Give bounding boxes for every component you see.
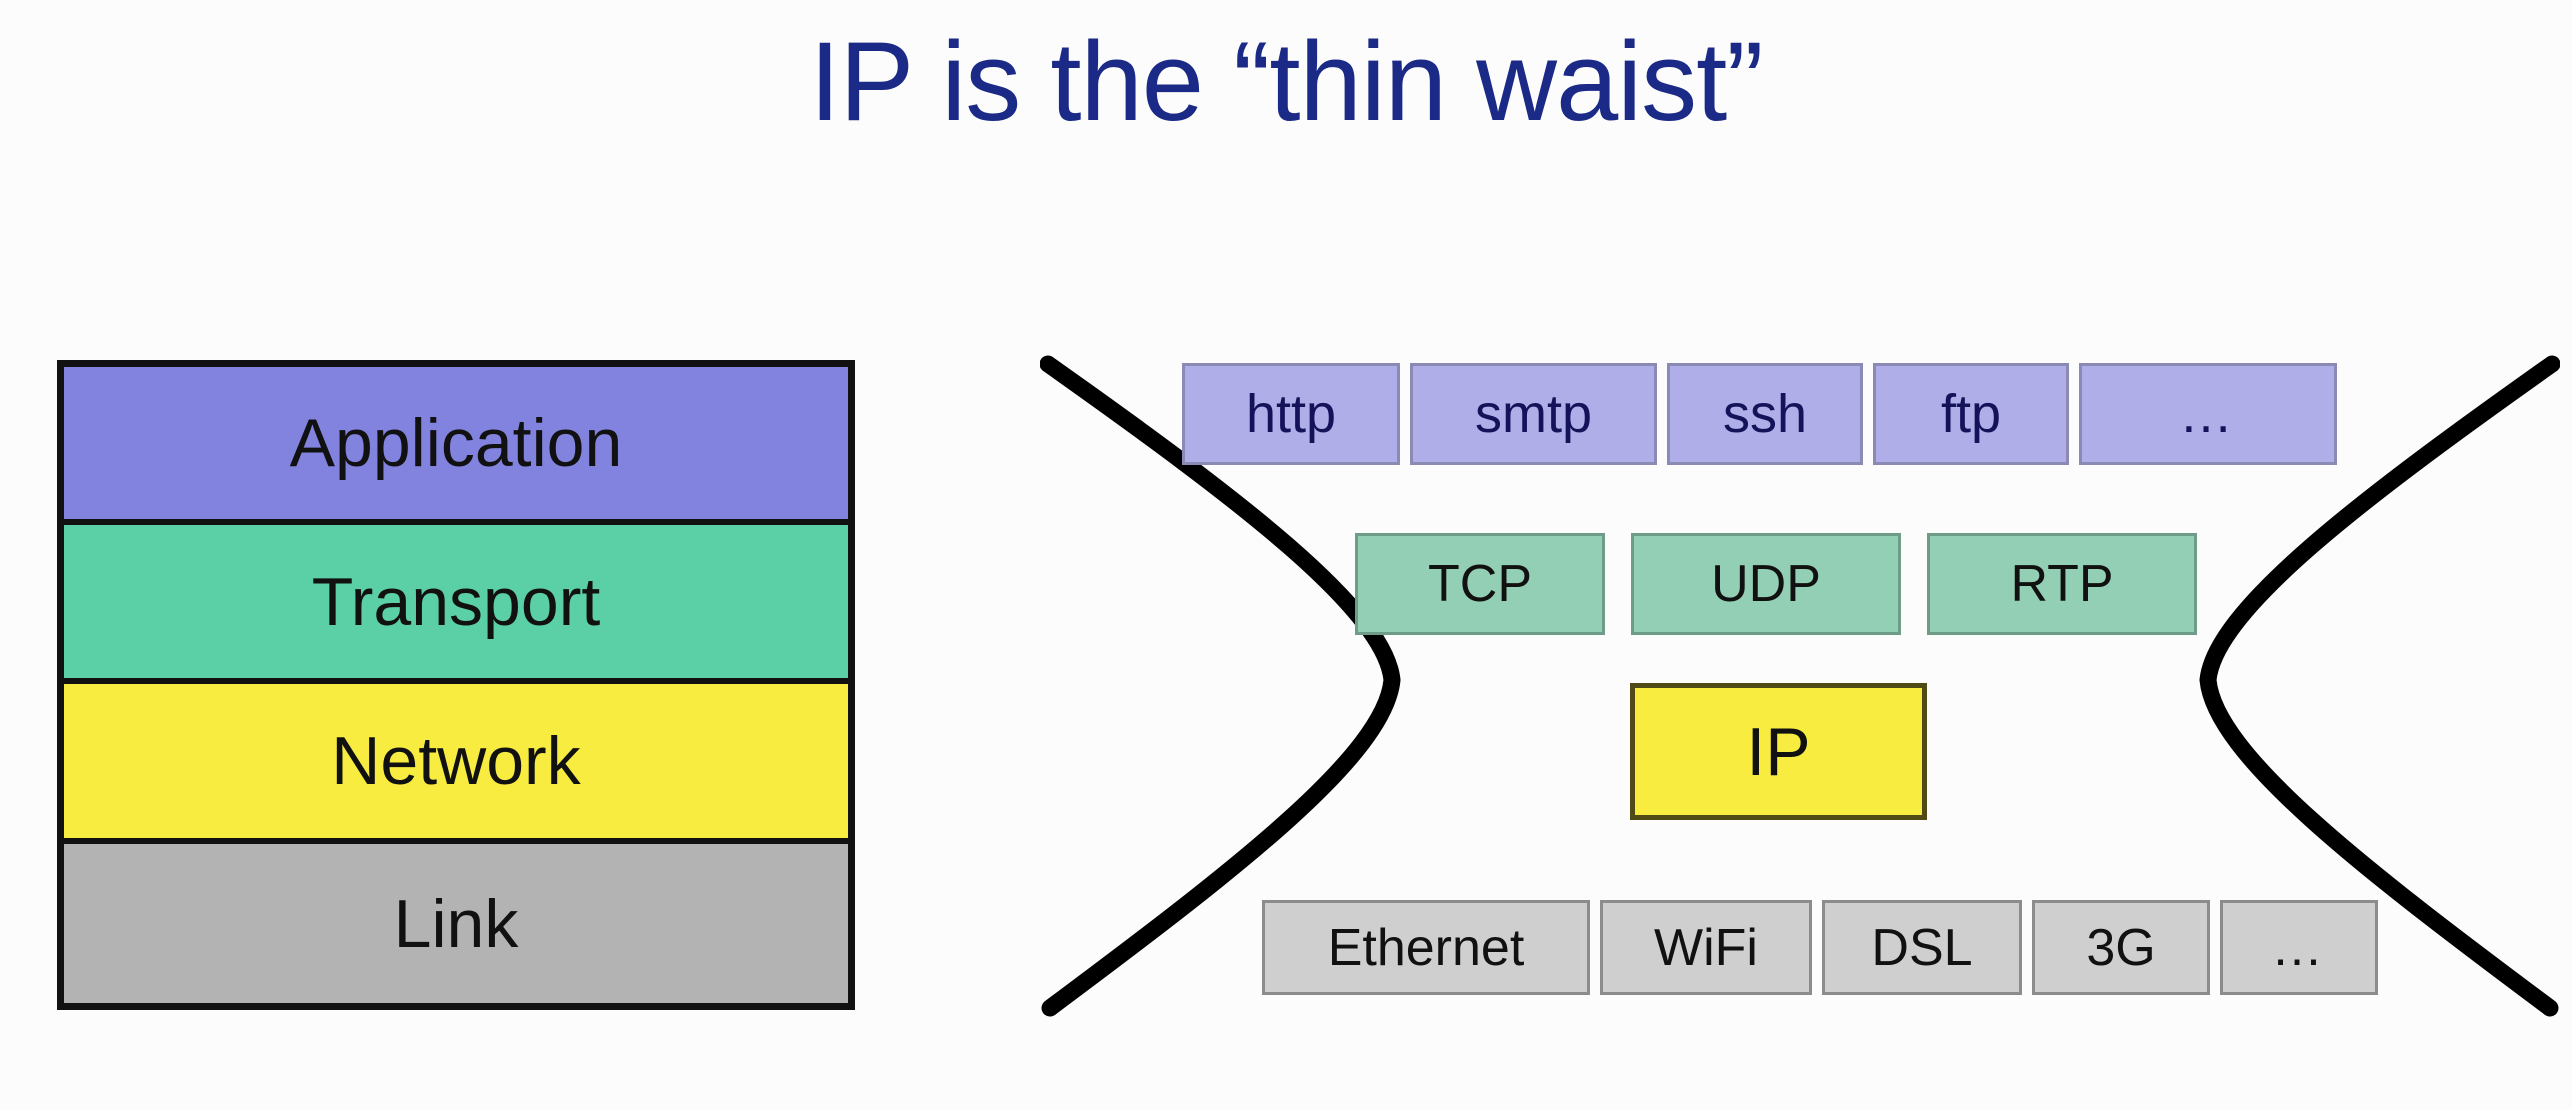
protocol-label: UDP xyxy=(1711,555,1821,613)
protocol-box-rtp[interactable]: RTP xyxy=(1927,533,2197,635)
layer-transport-label: Transport xyxy=(311,563,601,640)
application-protocol-row: http smtp ssh ftp … xyxy=(1182,363,2337,465)
layer-network: Network xyxy=(64,684,848,844)
page-title: IP is the “thin waist” xyxy=(809,19,1763,144)
protocol-label: 3G xyxy=(2086,918,2156,977)
protocol-box-application-more[interactable]: … xyxy=(2079,363,2337,465)
protocol-box-smtp[interactable]: smtp xyxy=(1410,363,1657,465)
protocol-label: WiFi xyxy=(1654,918,1758,977)
protocol-box-ssh[interactable]: ssh xyxy=(1667,363,1863,465)
protocol-label: RTP xyxy=(2010,555,2114,613)
protocol-layer-stack: Application Transport Network Link xyxy=(57,360,855,1010)
protocol-box-ftp[interactable]: ftp xyxy=(1873,363,2069,465)
link-protocol-row: Ethernet WiFi DSL 3G … xyxy=(1262,900,2378,995)
protocol-box-wifi[interactable]: WiFi xyxy=(1600,900,1812,995)
protocol-label: ftp xyxy=(1940,384,2002,444)
protocol-box-http[interactable]: http xyxy=(1182,363,1400,465)
protocol-box-3g[interactable]: 3G xyxy=(2032,900,2210,995)
protocol-label: … xyxy=(2271,918,2327,977)
layer-transport: Transport xyxy=(64,525,848,684)
protocol-label: IP xyxy=(1746,713,1811,790)
protocol-label: smtp xyxy=(1474,384,1593,444)
network-protocol-row: IP xyxy=(1630,683,1927,820)
layer-link: Link xyxy=(64,844,848,1003)
protocol-box-link-more[interactable]: … xyxy=(2220,900,2378,995)
protocol-box-tcp[interactable]: TCP xyxy=(1355,533,1605,635)
layer-network-label: Network xyxy=(331,723,581,799)
protocol-box-udp[interactable]: UDP xyxy=(1631,533,1901,635)
protocol-box-ethernet[interactable]: Ethernet xyxy=(1262,900,1590,995)
protocol-label: DSL xyxy=(1871,918,1973,977)
protocol-label: … xyxy=(2179,384,2237,444)
protocol-box-dsl[interactable]: DSL xyxy=(1822,900,2022,995)
protocol-label: TCP xyxy=(1428,555,1532,613)
protocol-label: ssh xyxy=(1722,384,1808,444)
layer-application-label: Application xyxy=(289,405,623,481)
transport-protocol-row: TCP UDP RTP xyxy=(1355,533,2197,635)
layer-application: Application xyxy=(64,367,848,525)
layer-link-label: Link xyxy=(393,885,519,962)
protocol-label: Ethernet xyxy=(1327,918,1525,977)
protocol-box-ip[interactable]: IP xyxy=(1630,683,1927,820)
protocol-label: http xyxy=(1245,384,1337,444)
